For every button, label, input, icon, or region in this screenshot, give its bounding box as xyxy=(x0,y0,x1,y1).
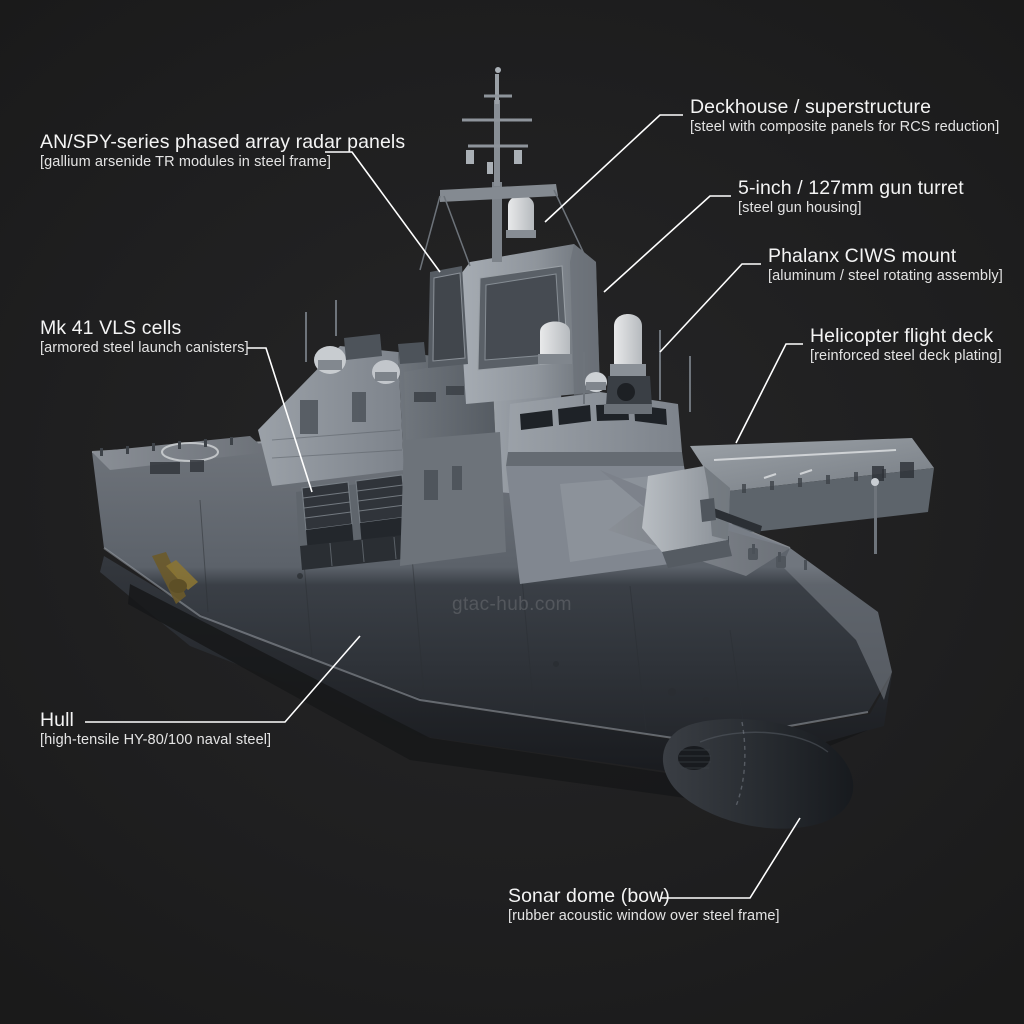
satcom-domes xyxy=(314,346,607,392)
flight-deck-side xyxy=(720,468,934,534)
mid-block-vents xyxy=(414,386,464,402)
leader-hull xyxy=(85,635,361,723)
callout-flight-deck[interactable]: Helicopter flight deck [reinforced steel… xyxy=(810,325,1002,365)
callout-material: [armored steel launch canisters] xyxy=(40,340,249,356)
stern-fittings xyxy=(150,460,204,474)
callout-deckhouse[interactable]: Deckhouse / superstructure [steel with c… xyxy=(690,96,999,136)
callout-sonar-dome[interactable]: Sonar dome (bow) [rubber acoustic window… xyxy=(508,885,780,925)
callout-title: Mk 41 VLS cells xyxy=(40,317,182,339)
gun-mantlet xyxy=(700,498,716,522)
mast-platform xyxy=(440,184,558,202)
hangar-openings xyxy=(872,462,914,481)
callout-title: Helicopter flight deck xyxy=(810,325,994,347)
sonar-array-window xyxy=(678,746,710,770)
propeller xyxy=(152,552,198,604)
mk41-vls-cells xyxy=(296,474,414,570)
gun-barbette xyxy=(662,540,732,568)
leader-gun-turret xyxy=(603,195,731,293)
bridge-windows xyxy=(520,404,667,430)
mid-block-lower xyxy=(400,432,506,566)
callout-material: [steel with composite panels for RCS red… xyxy=(690,119,1000,135)
gun-turret xyxy=(642,466,762,568)
hull-shadow xyxy=(128,584,868,800)
gun-barrel xyxy=(706,506,762,534)
callout-radar-panels[interactable]: AN/SPY-series phased array radar panels … xyxy=(40,131,405,171)
fire-control-dome xyxy=(538,321,572,364)
stern-deck-surface xyxy=(92,436,268,470)
leader-flight-deck xyxy=(735,343,803,444)
spy-radar-panel-port xyxy=(428,266,468,368)
dome-seam xyxy=(735,721,746,807)
ciws-collar xyxy=(610,364,646,376)
callout-gun-turret[interactable]: 5-inch / 127mm gun turret [steel gun hou… xyxy=(738,177,964,217)
exhaust-stacks xyxy=(344,334,426,364)
callout-ciws[interactable]: Phalanx CIWS mount [aluminum / steel rot… xyxy=(768,245,1003,285)
vls-front-row xyxy=(300,534,414,570)
mast-yardarms xyxy=(462,94,532,148)
ciws-base xyxy=(604,404,652,414)
helicopter-flight-deck xyxy=(690,438,934,534)
callout-material: [rubber acoustic window over steel frame… xyxy=(508,908,780,924)
ciws-gun-barrels xyxy=(617,383,635,401)
aft-block-face xyxy=(258,346,404,486)
lattice-mast xyxy=(419,67,587,271)
callout-material: [gallium arsenide TR modules in steel fr… xyxy=(40,154,332,170)
tower-shadow-face xyxy=(570,244,600,396)
watermark: gtac-hub.com xyxy=(452,594,572,615)
stern-deck xyxy=(92,436,268,474)
stern-rail xyxy=(100,437,233,456)
callout-material: [high-tensile HY-80/100 naval steel] xyxy=(40,732,272,748)
gun-housing-side xyxy=(704,466,730,540)
callout-title: 5-inch / 127mm gun turret xyxy=(738,177,964,199)
jackstaff xyxy=(874,484,877,554)
mast-antennas xyxy=(466,67,522,174)
leader-radar-panels xyxy=(325,151,441,273)
ciws-radome xyxy=(614,314,642,366)
callout-material: [steel gun housing] xyxy=(738,200,862,216)
flight-deck-markings xyxy=(713,449,897,479)
sonar-dome-body xyxy=(662,718,854,829)
phalanx-ciws-mount xyxy=(604,314,652,414)
tower-radome xyxy=(506,195,536,238)
callout-title: Hull xyxy=(40,709,74,731)
callout-title: Sonar dome (bow) xyxy=(508,885,671,907)
callout-material: [reinforced steel deck plating] xyxy=(810,348,1002,364)
callout-material: [aluminum / steel rotating assembly] xyxy=(768,268,1003,284)
bow-stem xyxy=(782,548,892,700)
whip-antennas xyxy=(305,300,691,412)
callout-title: Deckhouse / superstructure xyxy=(690,96,932,118)
leader-deckhouse xyxy=(544,114,683,223)
leader-vls xyxy=(247,347,313,493)
hull-fittings xyxy=(297,573,709,703)
sonar-dome xyxy=(662,718,854,829)
leader-sonar-dome xyxy=(660,817,801,899)
leader-ciws xyxy=(659,263,761,353)
secondary-sensors xyxy=(305,300,691,412)
callout-title: AN/SPY-series phased array radar panels xyxy=(40,131,406,153)
callout-title: Phalanx CIWS mount xyxy=(768,245,957,267)
callout-hull[interactable]: Hull [high-tensile HY-80/100 naval steel… xyxy=(40,709,271,749)
callout-vls[interactable]: Mk 41 VLS cells [armored steel launch ca… xyxy=(40,317,249,357)
mast-stays xyxy=(419,189,587,271)
